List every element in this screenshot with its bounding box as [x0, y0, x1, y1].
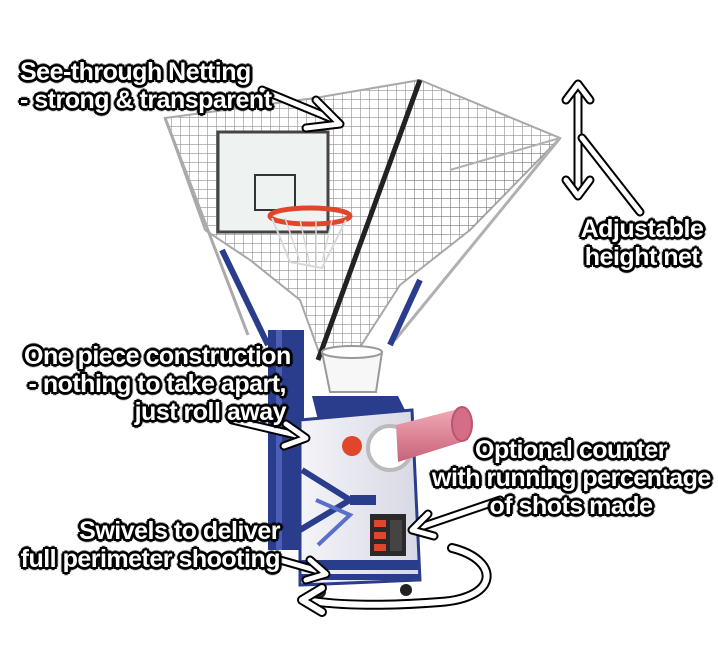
swivel-arrow-icon — [275, 555, 331, 585]
callout-netting-line2: - strong & transparent — [20, 86, 272, 114]
callout-height: Adjustable height net — [578, 215, 706, 271]
callout-counter-line3: of shots made — [489, 492, 653, 520]
height-double-arrow-icon — [561, 79, 645, 217]
netting-arrow-icon — [257, 85, 345, 133]
callout-one-piece-line3: just roll away — [134, 398, 287, 426]
callout-netting-line1: See-through Netting — [20, 58, 251, 86]
hoop — [267, 205, 353, 270]
one-piece-arrow-icon — [227, 415, 311, 451]
callout-netting: See-through Netting - strong & transpare… — [20, 58, 272, 114]
callout-swivel: Swivels to deliver full perimeter shooti… — [16, 517, 281, 573]
callout-one-piece: One piece construction - nothing to take… — [24, 342, 291, 426]
net-frame-left-rod — [163, 117, 250, 336]
callout-height-line1: Adjustable — [580, 215, 704, 243]
net-frame-right-rod — [393, 137, 562, 341]
callout-one-piece-line1: One piece construction — [24, 342, 291, 370]
counter-arrow-icon — [407, 495, 505, 541]
callout-arrows — [227, 79, 645, 617]
callout-counter-line2: with running percentage — [432, 464, 711, 492]
rotation-arrow-icon — [297, 543, 492, 617]
callout-counter: Optional counter with running percentage… — [432, 436, 711, 520]
callout-swivel-line2: full perimeter shooting — [20, 545, 281, 573]
ball-hopper — [320, 345, 384, 393]
machine-logo — [342, 436, 362, 456]
callout-counter-line1: Optional counter — [475, 436, 668, 464]
callout-swivel-line1: Swivels to deliver — [79, 517, 280, 545]
callout-height-line2: height net — [584, 243, 700, 271]
net-center-pole — [315, 79, 423, 361]
callout-one-piece-line2: - nothing to take apart, — [28, 370, 287, 398]
ball-launcher — [366, 406, 473, 472]
